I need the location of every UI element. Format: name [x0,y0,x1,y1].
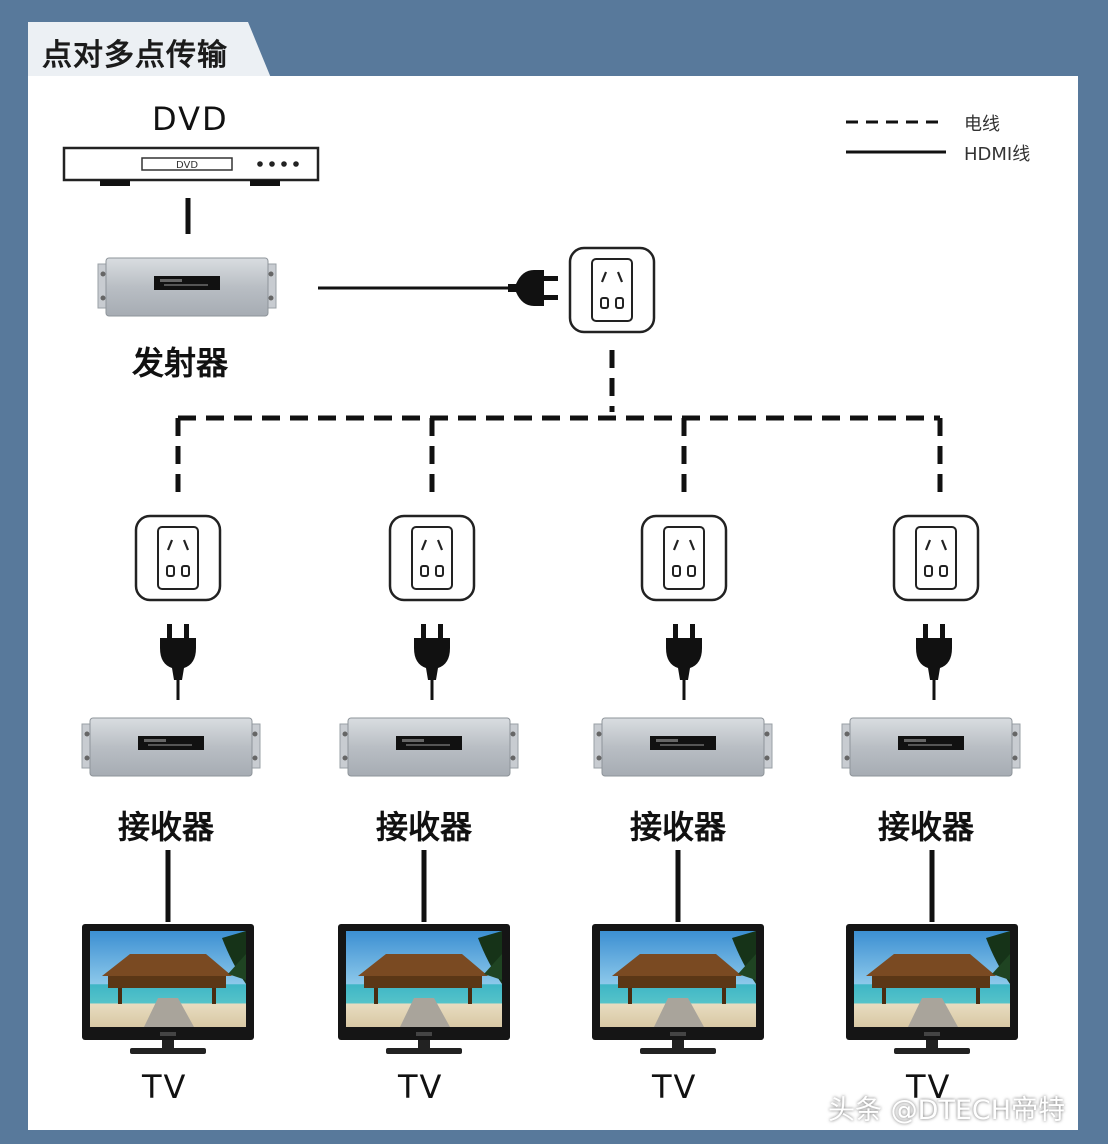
receiver-label: 接收器 [630,808,727,846]
plug-icon [160,624,196,680]
tv-icon [82,924,254,1054]
dvd-screen-text: DVD [176,160,198,171]
page-title: 点对多点传输 [42,38,228,73]
transmitter-label: 发射器 [132,344,229,382]
receiver-column-4 [841,514,1021,1054]
legend-hdmi-label: HDMI线 [964,144,1031,165]
tv-icon [592,924,764,1054]
diagram-panel: DVD [28,76,1078,1130]
power-distribution-lines [175,350,943,500]
title-tab [28,22,271,78]
socket-icon [892,514,980,602]
legend [846,120,946,154]
socket-icon [388,514,476,602]
plug-icon [916,624,952,680]
dvd-player: DVD [62,146,320,186]
receiver-device [339,717,519,777]
transmitter-device [97,257,277,317]
receiver-column-1 [81,514,261,1054]
receiver-column-2 [338,514,519,1054]
tv-icon [846,924,1018,1054]
tv-label: TV [142,1068,188,1106]
legend-power-label: 电线 [964,114,1000,135]
plug-icon [666,624,702,680]
receiver-device [841,717,1021,777]
receiver-label: 接收器 [376,808,473,846]
plug-icon [508,270,558,306]
tv-icon [338,924,510,1054]
receiver-device [593,717,773,777]
tv-label: TV [652,1068,698,1106]
diagram-canvas: DVD [62,120,1021,1054]
receiver-label: 接收器 [878,808,975,846]
plug-icon [414,624,450,680]
tv-label: TV [906,1068,952,1106]
receiver-device [81,717,261,777]
socket-icon [134,514,222,602]
socket-icon [568,246,656,334]
socket-icon [640,514,728,602]
dvd-label: DVD [152,100,229,138]
tv-label: TV [398,1068,444,1106]
receiver-label: 接收器 [118,808,215,846]
watermark: 头条 @DTECH帝特 [828,1095,1066,1126]
receiver-column-3 [592,514,773,1054]
